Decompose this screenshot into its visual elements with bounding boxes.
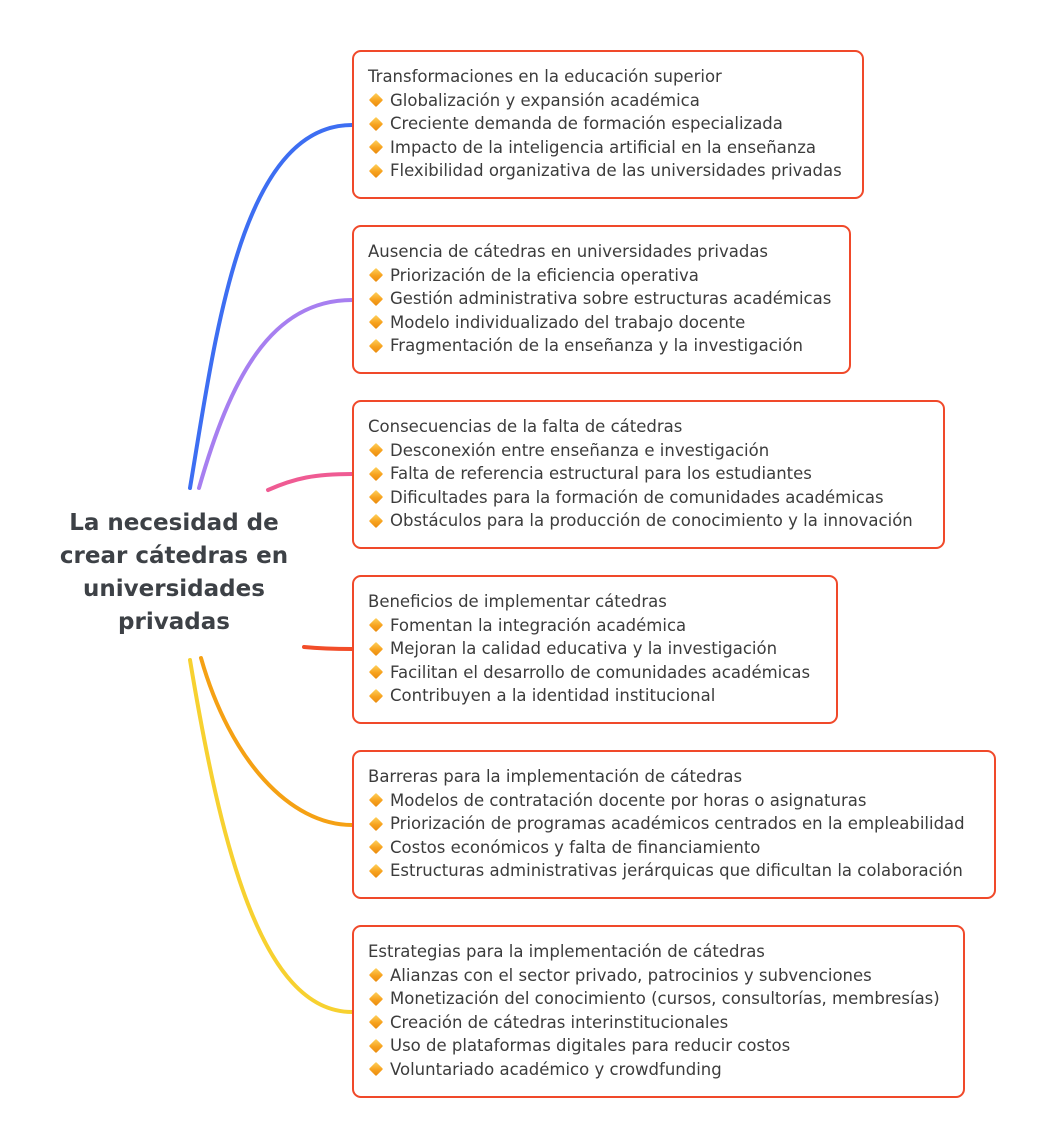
orange-diamond-icon xyxy=(368,688,384,703)
item-text: Creación de cátedras interinstitucionale… xyxy=(390,1012,729,1032)
list-item: Mejoran la calidad educativa y la invest… xyxy=(368,637,824,661)
list-item: Alianzas con el sector privado, patrocin… xyxy=(368,964,951,988)
list-item: Creciente demanda de formación especiali… xyxy=(368,112,850,136)
item-text: Contribuyen a la identidad institucional xyxy=(390,686,716,705)
item-text: Falta de referencia estructural para los… xyxy=(390,464,812,483)
list-item: Falta de referencia estructural para los… xyxy=(368,462,931,486)
list-item: Monetización del conocimiento (cursos, c… xyxy=(368,987,951,1011)
item-text: Flexibilidad organizativa de las univers… xyxy=(390,161,842,180)
item-text: Facilitan el desarrollo de comunidades a… xyxy=(390,662,811,682)
list-item: Estructuras administrativas jerárquicas … xyxy=(368,859,982,883)
orange-diamond-icon xyxy=(368,139,384,155)
item-text: Obstáculos para la producción de conocim… xyxy=(390,511,913,530)
orange-diamond-icon xyxy=(368,442,384,458)
orange-diamond-icon xyxy=(368,291,384,306)
list-item: Dificultades para la formación de comuni… xyxy=(368,486,931,510)
orange-diamond-icon xyxy=(368,641,384,656)
list-item: Obstáculos para la producción de conocim… xyxy=(368,509,931,533)
item-text: Mejoran la calidad educativa y la invest… xyxy=(390,639,778,658)
list-item: Gestión administrativa sobre estructuras… xyxy=(368,287,837,311)
connector-1 xyxy=(197,298,354,490)
topic-title: Ausencia de cátedras en universidades pr… xyxy=(368,242,769,261)
item-text: Priorización de la eficiencia operativa xyxy=(390,265,699,285)
orange-diamond-icon xyxy=(368,967,384,983)
connector-2 xyxy=(266,472,354,492)
list-item: Fragmentación de la enseñanza y la inves… xyxy=(368,334,837,358)
orange-diamond-icon xyxy=(368,338,384,353)
orange-diamond-icon xyxy=(368,513,384,528)
list-item: Voluntariado académico y crowdfunding xyxy=(368,1058,951,1082)
item-text: Impacto de la inteligencia artificial en… xyxy=(390,137,817,157)
orange-diamond-icon xyxy=(368,314,384,330)
orange-diamond-icon xyxy=(368,489,384,505)
orange-diamond-icon xyxy=(368,1038,384,1053)
orange-diamond-icon xyxy=(368,863,384,878)
orange-diamond-icon xyxy=(368,617,384,633)
central-topic[interactable]: La necesidad de crear cátedras en univer… xyxy=(59,510,289,635)
list-item: Uso de plataformas digitales para reduci… xyxy=(368,1034,951,1058)
connector-4 xyxy=(199,656,354,827)
item-text: Costos económicos y falta de financiamie… xyxy=(390,837,761,857)
orange-diamond-icon xyxy=(368,664,384,680)
topic-title: Beneficios de implementar cátedras xyxy=(368,592,667,611)
item-text: Globalización y expansión académica xyxy=(390,90,700,110)
orange-diamond-icon xyxy=(368,267,384,283)
item-text: Modelos de contratación docente por hora… xyxy=(390,790,867,810)
topic-estrategias[interactable]: Estrategias para la implementación de cá… xyxy=(352,925,965,1098)
orange-diamond-icon xyxy=(368,116,384,131)
orange-diamond-icon xyxy=(368,1061,384,1077)
orange-diamond-icon xyxy=(368,1014,384,1030)
orange-diamond-icon xyxy=(368,991,384,1006)
item-text: Creciente demanda de formación especiali… xyxy=(390,114,783,133)
list-item: Creación de cátedras interinstitucionale… xyxy=(368,1011,951,1035)
list-item: Priorización de la eficiencia operativa xyxy=(368,264,837,288)
list-item: Flexibilidad organizativa de las univers… xyxy=(368,159,850,183)
list-item: Globalización y expansión académica xyxy=(368,89,850,113)
list-item: Costos económicos y falta de financiamie… xyxy=(368,836,982,860)
orange-diamond-icon xyxy=(368,163,384,178)
topic-title: Consecuencias de la falta de cátedras xyxy=(368,417,683,436)
topic-barreras[interactable]: Barreras para la implementación de cáted… xyxy=(352,750,996,899)
orange-diamond-icon xyxy=(368,839,384,855)
item-text: Modelo individualizado del trabajo docen… xyxy=(390,312,746,332)
list-item: Fomentan la integración académica xyxy=(368,614,824,638)
item-text: Monetización del conocimiento (cursos, c… xyxy=(390,989,940,1008)
connector-0 xyxy=(188,123,354,490)
orange-diamond-icon xyxy=(368,92,384,108)
topic-title: Transformaciones en la educación superio… xyxy=(368,67,722,86)
topic-title: Barreras para la implementación de cáted… xyxy=(368,767,743,786)
connector-5 xyxy=(188,658,354,1014)
item-text: Alianzas con el sector privado, patrocin… xyxy=(390,965,872,985)
list-item: Modelo individualizado del trabajo docen… xyxy=(368,311,837,335)
item-text: Priorización de programas académicos cen… xyxy=(390,814,965,833)
orange-diamond-icon xyxy=(368,792,384,808)
list-item: Modelos de contratación docente por hora… xyxy=(368,789,982,813)
list-item: Contribuyen a la identidad institucional xyxy=(368,684,824,708)
item-text: Gestión administrativa sobre estructuras… xyxy=(390,289,832,308)
list-item: Desconexión entre enseñanza e investigac… xyxy=(368,439,931,463)
topic-title: Estrategias para la implementación de cá… xyxy=(368,942,765,961)
item-text: Uso de plataformas digitales para reduci… xyxy=(390,1036,791,1055)
item-text: Fomentan la integración académica xyxy=(390,615,687,635)
topic-beneficios[interactable]: Beneficios de implementar cátedras Fomen… xyxy=(352,575,838,724)
item-text: Voluntariado académico y crowdfunding xyxy=(390,1059,722,1079)
connector-3 xyxy=(302,645,354,651)
list-item: Priorización de programas académicos cen… xyxy=(368,812,982,836)
orange-diamond-icon xyxy=(368,816,384,831)
topic-transformaciones[interactable]: Transformaciones en la educación superio… xyxy=(352,50,864,199)
list-item: Facilitan el desarrollo de comunidades a… xyxy=(368,661,824,685)
item-text: Fragmentación de la enseñanza y la inves… xyxy=(390,336,803,355)
topic-consecuencias[interactable]: Consecuencias de la falta de cátedras De… xyxy=(352,400,945,549)
list-item: Impacto de la inteligencia artificial en… xyxy=(368,136,850,160)
item-text: Desconexión entre enseñanza e investigac… xyxy=(390,440,770,460)
orange-diamond-icon xyxy=(368,466,384,481)
item-text: Estructuras administrativas jerárquicas … xyxy=(390,861,963,880)
topic-ausencia[interactable]: Ausencia de cátedras en universidades pr… xyxy=(352,225,851,374)
item-text: Dificultades para la formación de comuni… xyxy=(390,487,884,507)
